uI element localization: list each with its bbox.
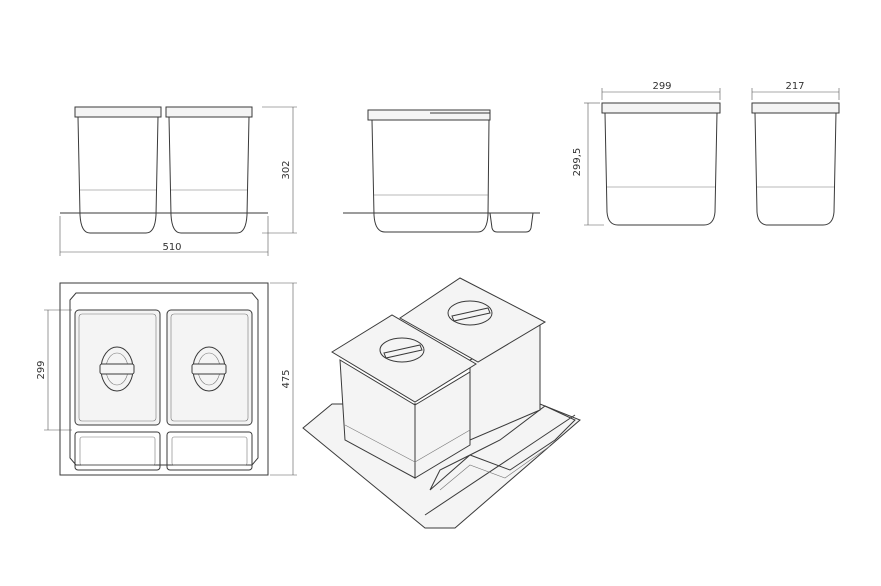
dimension-bin-height: 299,5	[572, 148, 583, 177]
handle-icon	[191, 346, 227, 392]
dimension-front-width: 510	[162, 242, 181, 253]
bin-front-view	[584, 88, 721, 226]
side-view	[343, 109, 540, 233]
bin-side-view	[751, 88, 840, 226]
dimension-top-bin-length: 299	[36, 360, 47, 379]
dimension-bin-depth: 217	[785, 81, 804, 92]
isometric-view	[302, 277, 581, 529]
handle-icon	[99, 346, 135, 392]
top-view	[44, 282, 297, 476]
dimension-top-depth: 475	[281, 369, 292, 388]
dimension-front-height: 302	[281, 160, 292, 179]
dimension-bin-width: 299	[652, 81, 671, 92]
front-view	[59, 106, 297, 256]
